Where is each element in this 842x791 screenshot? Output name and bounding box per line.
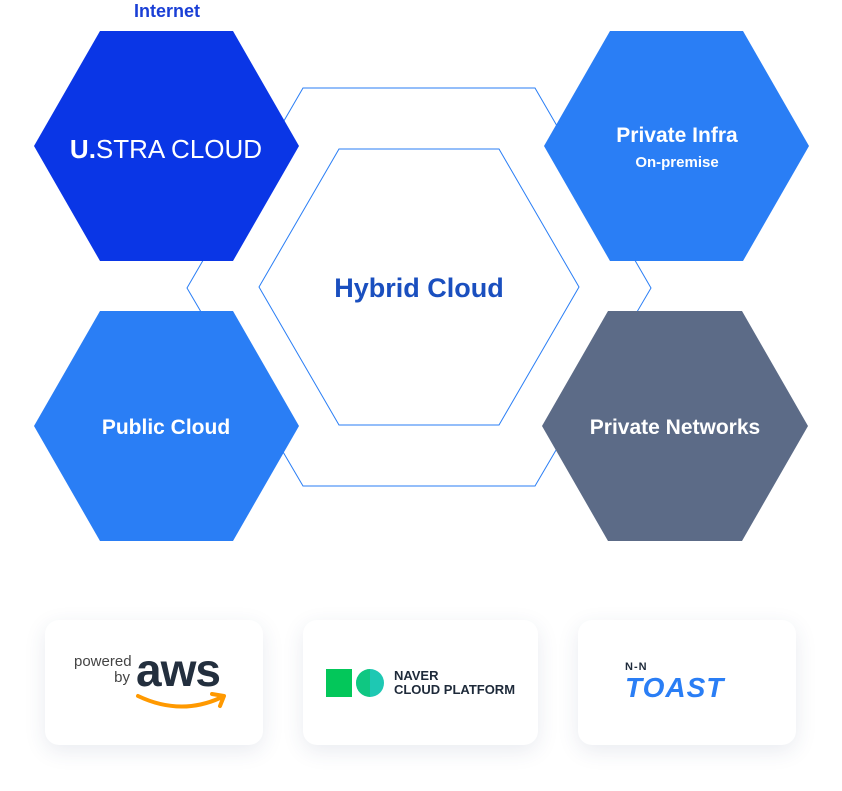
outer-hexagon-outline (186, 87, 652, 487)
aws-wordmark: aws (136, 643, 221, 696)
aws-smile-icon (136, 691, 226, 708)
naver-logo-line1: NAVER (393, 667, 439, 683)
naver-cloud-logo-icon (325, 668, 384, 697)
toast-logo-top: N-N (625, 660, 648, 673)
hybrid-cloud-hexagon: Hybrid Cloud (258, 148, 580, 426)
aws-by-text: by (114, 668, 130, 686)
private-infra-hexagon: Private Infra On-premise (544, 31, 809, 261)
aws-partner-card: powered by aws (45, 620, 263, 745)
naver-cloud-logo: NAVER CLOUD PLATFORM (325, 667, 516, 698)
public-cloud-title: Public Cloud (102, 416, 230, 439)
hybrid-cloud-diagram: U.STRA CLOUD Private Infra On-premise Pu… (34, 31, 809, 541)
private-networks-hexagon: Private Networks (542, 311, 808, 541)
internet-label: Internet (133, 1, 200, 21)
ustra-cloud-hexagon: U.STRA CLOUD (34, 31, 299, 261)
aws-powered-text: powered (74, 652, 132, 670)
ustra-brand-logo: U.STRA CLOUD (70, 134, 262, 164)
private-infra-title: Private Infra (616, 124, 738, 147)
toast-logo: N-N TOAST (625, 661, 749, 705)
hybrid-cloud-title: Hybrid Cloud (334, 273, 504, 303)
toast-partner-card: N-N TOAST (578, 620, 796, 745)
toast-wordmark: TOAST (625, 671, 725, 703)
aws-logo: powered by aws (74, 643, 234, 718)
private-infra-subtitle: On-premise (635, 154, 718, 171)
public-cloud-hexagon: Public Cloud (34, 311, 299, 541)
naver-logo-line2: CLOUD PLATFORM (393, 681, 516, 697)
naver-cloud-partner-card: NAVER CLOUD PLATFORM (303, 620, 538, 745)
private-networks-title: Private Networks (590, 416, 760, 439)
